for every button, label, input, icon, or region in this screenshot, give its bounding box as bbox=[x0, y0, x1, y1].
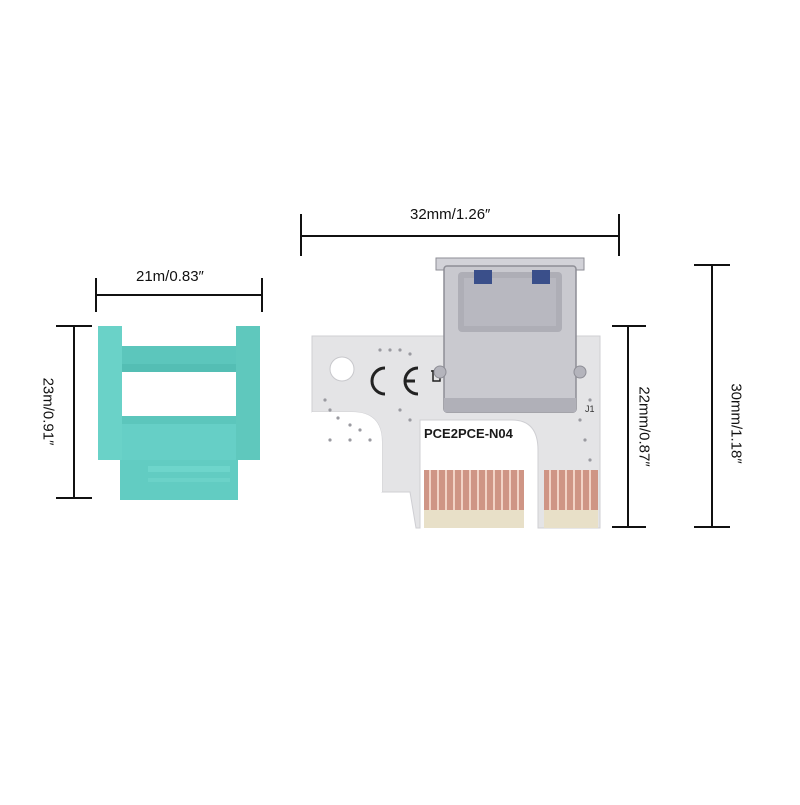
board-width-label: 32mm/1.26″ bbox=[410, 206, 491, 223]
usb-pin-right bbox=[532, 270, 550, 284]
gold-fingers-left bbox=[424, 470, 524, 510]
cap-width-label: 21m/0.83″ bbox=[136, 268, 204, 285]
riser-board bbox=[311, 257, 601, 529]
board-full-height-label: 30mm/1.18″ bbox=[727, 383, 745, 464]
ref-designator-label: J1 bbox=[585, 404, 595, 414]
board-width-dimension bbox=[300, 214, 620, 256]
usb-port bbox=[433, 257, 587, 413]
cap-height-label: 23m/0.91″ bbox=[39, 377, 57, 446]
board-brand-label: ITHOO bbox=[450, 446, 492, 461]
ce-mark-icon bbox=[370, 366, 419, 396]
board-model-label: PCE2PCE-N04 bbox=[424, 426, 513, 441]
cap-height-dimension bbox=[56, 325, 92, 499]
cap-width-dimension bbox=[95, 278, 263, 312]
mounting-hole bbox=[329, 356, 355, 382]
board-short-height-label: 22mm/0.87″ bbox=[635, 386, 653, 467]
riser-cap bbox=[98, 326, 260, 500]
board-full-height-dimension bbox=[694, 264, 730, 528]
usb-pin-left bbox=[474, 270, 492, 284]
pcb-vias bbox=[323, 348, 592, 462]
cap-window bbox=[122, 372, 236, 416]
board-short-height-dimension bbox=[612, 325, 646, 528]
